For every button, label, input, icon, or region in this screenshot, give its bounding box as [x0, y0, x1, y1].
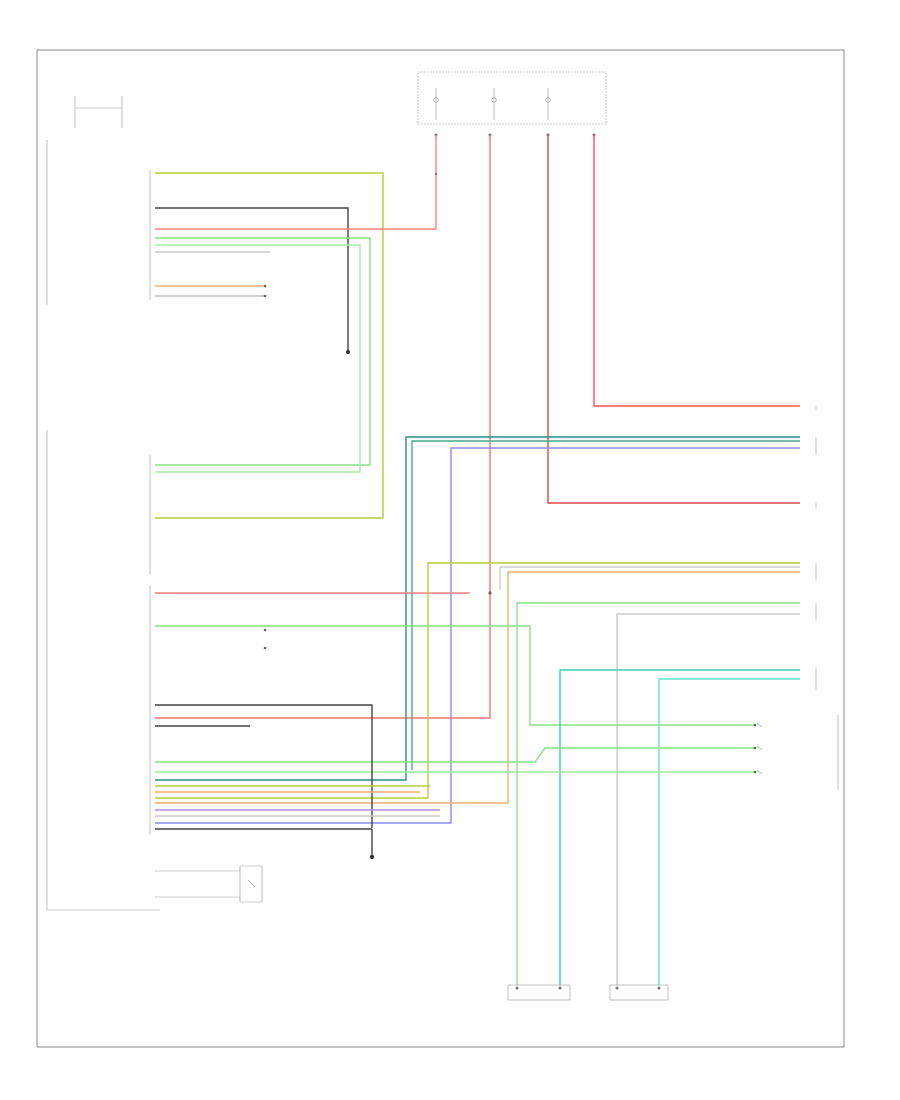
wire-yellowgreen-top: [155, 172, 384, 519]
wire-green-right: [155, 237, 371, 466]
wire-cyan-1: [559, 669, 800, 985]
wire-red-mid: [547, 135, 800, 504]
wire-lightgreen-ret: [155, 244, 361, 473]
splices: [263, 172, 757, 860]
splice-2: [369, 854, 375, 860]
wire-red-fused: [155, 135, 437, 230]
bottom-left-component: [155, 865, 263, 903]
wire-green-right-audio: [155, 747, 755, 763]
wire-cyan-2: [658, 678, 800, 985]
wire-blue: [155, 447, 800, 824]
wire-orange-right: [155, 571, 800, 804]
wire-red-right: [593, 135, 800, 407]
wire-green-audio-left: [155, 625, 755, 726]
audio-output-markers: [756, 722, 763, 775]
splice-1: [346, 350, 350, 354]
wire-green-lf: [516, 602, 800, 985]
right-terminals: [815, 406, 839, 790]
wires: [155, 135, 800, 985]
wire-gray-rf: [616, 613, 800, 985]
top-left-connector: [74, 96, 123, 128]
diagram-frame: [36, 49, 845, 1048]
wire-black-ground-bottom: [155, 704, 373, 828]
splice-3: [488, 591, 492, 595]
wire-yellowgreen-right: [155, 562, 800, 799]
wire-darkgreen: [411, 440, 800, 770]
speaker-left-front: [507, 984, 571, 1001]
fuse-box: [417, 71, 607, 137]
radio-module-bracket: [46, 140, 160, 911]
speaker-right-front: [609, 984, 669, 1001]
wire-red-main: [155, 135, 491, 719]
wire-black-ground: [155, 207, 349, 350]
wire-teal: [155, 436, 800, 781]
